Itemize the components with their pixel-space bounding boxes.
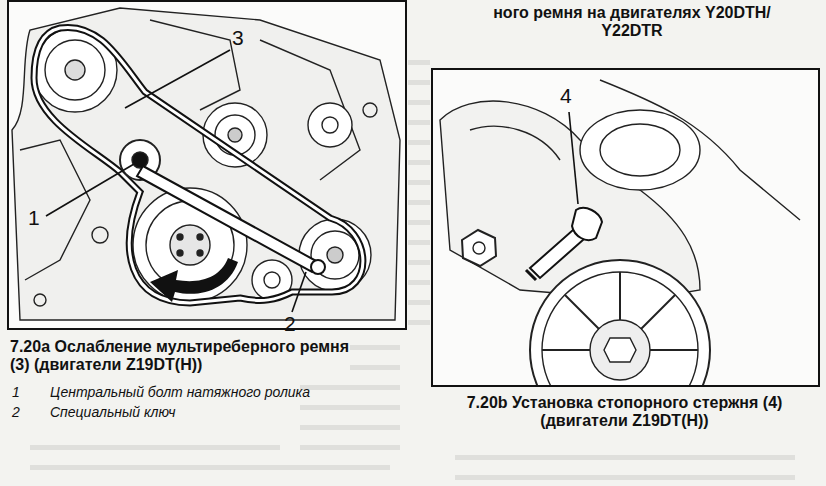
legend-text: Центральный болт натяжного ролика — [50, 384, 350, 400]
figure-heading: ного ремня на двигателях Y20DTH/ Y22DTR — [462, 4, 802, 41]
legend-text: Специальный ключ — [50, 404, 350, 420]
legend-number: 2 — [12, 404, 32, 420]
figure-caption: 7.20b Установка стопорного стержня (4) (… — [452, 394, 797, 431]
callout-number: 3 — [232, 26, 252, 50]
figure-frame — [8, 1, 406, 329]
callout-number: 1 — [28, 206, 48, 230]
callout-number: 2 — [284, 312, 304, 336]
callout-number: 4 — [560, 84, 580, 108]
figure-frame — [432, 69, 819, 386]
engine-drawing — [12, 8, 400, 320]
figure-caption: 7.20a Ослабление мультиреберного ремня (… — [10, 338, 355, 375]
legend-number: 1 — [12, 384, 32, 400]
locking-rod-drawing — [440, 80, 800, 385]
